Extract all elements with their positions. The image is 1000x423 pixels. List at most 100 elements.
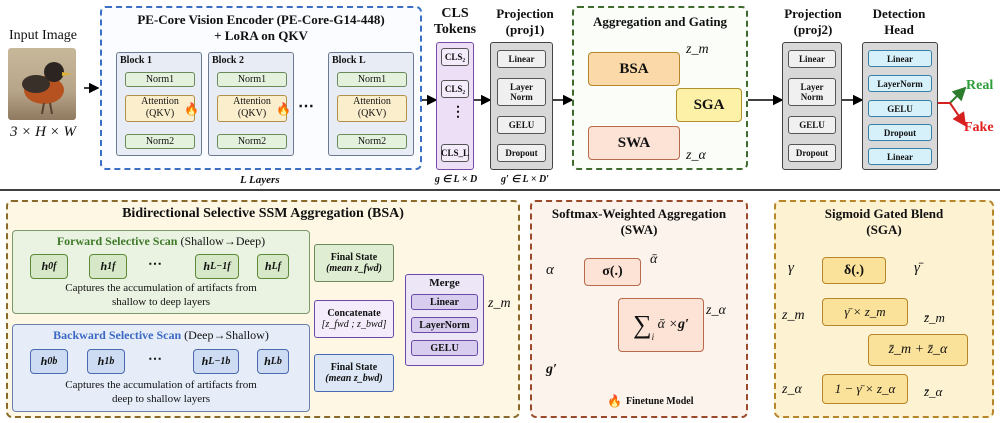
head-dropout: Dropout bbox=[868, 124, 932, 141]
cls-title-1: CLS bbox=[441, 6, 469, 21]
input-label: Input Image bbox=[8, 28, 78, 43]
proj2-linear: Linear bbox=[788, 50, 836, 68]
bsa-panel-title: Bidirectional Selective SSM Aggregation … bbox=[122, 206, 404, 221]
head-layernorm: LayerNorm bbox=[868, 75, 932, 92]
proj2-layernorm: Layer Norm bbox=[788, 78, 836, 106]
sga-za: z_α bbox=[782, 382, 802, 397]
sga-zm: z_m bbox=[782, 308, 805, 323]
proj2-gelu: GELU bbox=[788, 116, 836, 134]
final-state-forward-formula: (mean z_fwd) bbox=[326, 263, 382, 274]
sga-panel bbox=[774, 200, 994, 418]
block-1-attn-qkv: (QKV) bbox=[145, 108, 175, 119]
backward-caption-1: Captures the accumulation of artifacts f… bbox=[65, 379, 257, 391]
block-l-name: Block L bbox=[332, 55, 366, 66]
encoder-title-2: + LoRA on QKV bbox=[214, 28, 308, 43]
proj1-title-2: (proj1) bbox=[505, 22, 545, 37]
one-minus-gamma-box: 1 − γ̄ × z_α bbox=[822, 374, 908, 404]
delta-box: δ(.) bbox=[822, 257, 886, 284]
block-l-attn-qkv: (QKV) bbox=[357, 108, 387, 119]
aggregation-title: Aggregation and Gating bbox=[592, 14, 728, 29]
agg-za: z_α bbox=[686, 148, 706, 163]
final-state-backward: Final State (mean z_bwd) bbox=[314, 354, 394, 392]
backward-ellipsis: ⋯ bbox=[148, 352, 162, 367]
proj1-gelu: GELU bbox=[497, 116, 546, 134]
weighted-sum-box: ∑i ᾱ × g′ bbox=[618, 298, 704, 352]
block-l-norm1: Norm1 bbox=[337, 72, 407, 87]
block-ellipsis: ⋯ bbox=[298, 98, 314, 115]
backward-scan-title: Backward Selective Scan bbox=[53, 328, 182, 342]
sga-gamma: γ bbox=[788, 260, 794, 276]
cls-title-2: Tokens bbox=[433, 22, 477, 37]
block-1-norm2: Norm2 bbox=[125, 134, 195, 149]
block-2-name: Block 2 bbox=[212, 55, 244, 66]
agg-zm: z_m bbox=[686, 42, 709, 57]
head-linear-1: Linear bbox=[868, 50, 932, 67]
blend-sum-box: z̄_m + z̄_α bbox=[868, 334, 968, 366]
final-state-forward-label: Final State bbox=[330, 252, 378, 263]
block-l-norm2: Norm2 bbox=[337, 134, 407, 149]
block-1-attention: Attention (QKV) bbox=[125, 95, 195, 122]
block-l-attention: Attention (QKV) bbox=[337, 95, 407, 122]
forward-scan-heading: Forward Selective Scan (Shallow→Deep) bbox=[12, 234, 310, 249]
block-2-attn-label: Attention bbox=[233, 96, 271, 107]
swa-panel-title: Softmax-Weighted Aggregation bbox=[551, 206, 727, 221]
cls-dims: g ∈ L × D bbox=[434, 174, 478, 185]
real-label: Real bbox=[966, 78, 994, 93]
encoder-layers-label: L Layers bbox=[240, 174, 280, 186]
proj2-dropout: Dropout bbox=[788, 144, 836, 162]
sigma-box: σ(.) bbox=[584, 258, 641, 286]
final-state-backward-label: Final State bbox=[330, 362, 378, 373]
head-linear-2: Linear bbox=[868, 148, 932, 165]
merge-gelu: GELU bbox=[411, 340, 478, 356]
bird-image bbox=[22, 62, 72, 115]
bsa-output: z_m bbox=[488, 296, 511, 311]
fake-label: Fake bbox=[964, 120, 994, 135]
encoder-title-1: PE-Core Vision Encoder (PE-Core-G14-448) bbox=[137, 12, 385, 27]
swa-g: g′ bbox=[546, 362, 557, 377]
block-1-attn-label: Attention bbox=[141, 96, 179, 107]
proj1-layernorm: Layer Norm bbox=[497, 78, 546, 106]
head-title-1: Detection bbox=[872, 6, 926, 21]
merge-title: Merge bbox=[429, 277, 460, 289]
proj1-title-1: Projection bbox=[496, 6, 554, 21]
final-state-forward: Final State (mean z_fwd) bbox=[314, 244, 394, 282]
sga-gammabar: γ̄ bbox=[914, 260, 920, 276]
merge-linear: Linear bbox=[411, 294, 478, 310]
block-2-norm2: Norm2 bbox=[217, 134, 287, 149]
block-2-attention: Attention (QKV) bbox=[217, 95, 287, 122]
block-2-attn-qkv: (QKV) bbox=[237, 108, 267, 119]
sga-box: SGA bbox=[676, 88, 742, 122]
proj2-title-2: (proj2) bbox=[793, 22, 833, 37]
swa-output: z_α bbox=[706, 303, 726, 318]
proj1-dropout: Dropout bbox=[497, 144, 546, 162]
fire-icon: 🔥 bbox=[184, 102, 199, 116]
forward-scan-title: Forward Selective Scan bbox=[56, 234, 178, 248]
bsa-box: BSA bbox=[588, 52, 680, 86]
merge-layernorm: LayerNorm bbox=[411, 317, 478, 333]
fire-icon: 🔥 bbox=[607, 394, 622, 408]
forward-caption-2: shallow to deep layers bbox=[111, 296, 211, 308]
backward-scan-direction: (Deep→Shallow) bbox=[184, 328, 269, 342]
sga-zabar: z̄_α bbox=[924, 384, 943, 399]
block-l-attn-label: Attention bbox=[353, 96, 391, 107]
concatenate-formula: [z_fwd ; z_bwd] bbox=[321, 319, 387, 330]
forward-scan-direction: (Shallow→Deep) bbox=[180, 234, 266, 248]
swa-box: SWA bbox=[588, 126, 680, 160]
swa-panel-title-2: (SWA) bbox=[620, 222, 658, 237]
sga-panel-title-2: (SGA) bbox=[866, 222, 902, 237]
gamma-zm-box: γ̄ × z_m bbox=[822, 298, 908, 326]
cls-dots: ⋮ bbox=[451, 105, 465, 120]
sga-panel-title: Sigmoid Gated Blend bbox=[824, 206, 944, 221]
input-image bbox=[8, 48, 76, 120]
cls-token-1: CLS₂ bbox=[441, 48, 469, 66]
block-2-norm1: Norm1 bbox=[217, 72, 287, 87]
concatenate-label: Concatenate bbox=[327, 308, 381, 319]
backward-caption-2: deep to shallow layers bbox=[111, 393, 211, 405]
proj2-title-1: Projection bbox=[784, 6, 842, 21]
backward-scan-heading: Backward Selective Scan (Deep→Shallow) bbox=[12, 328, 310, 343]
